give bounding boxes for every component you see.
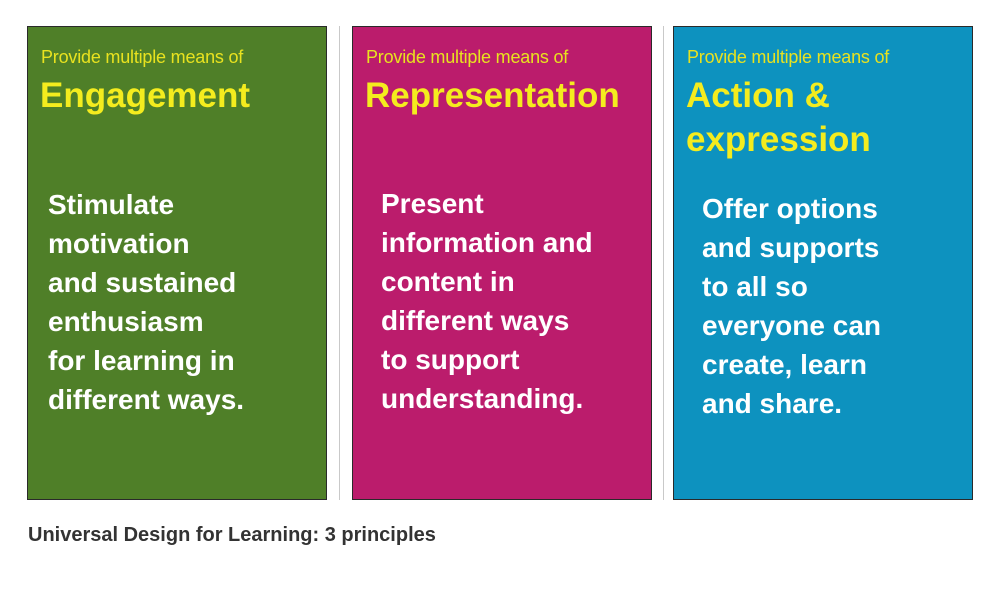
action-expression-description: Offer options and supports to all so eve… — [702, 193, 881, 419]
representation-heading: Representation — [365, 76, 620, 115]
representation-description: Present information and content in diffe… — [381, 188, 593, 414]
engagement-heading: Engagement — [40, 76, 251, 115]
figure-caption: Universal Design for Learning: 3 princip… — [28, 524, 436, 546]
representation-card: Provide multiple means of Representation… — [352, 26, 652, 500]
action-expression-kicker: Provide multiple means of — [687, 47, 890, 67]
divider-line — [663, 26, 664, 500]
engagement-kicker: Provide multiple means of — [41, 47, 244, 67]
engagement-description: Stimulate motivation and sustained enthu… — [48, 189, 245, 415]
action-expression-heading: Action & expression — [686, 76, 871, 159]
action-expression-card: Provide multiple means of Action & expre… — [673, 26, 973, 500]
representation-kicker: Provide multiple means of — [366, 47, 569, 67]
divider-line — [339, 26, 340, 500]
principles-row: Provide multiple means of Engagement Sti… — [27, 26, 973, 500]
engagement-card: Provide multiple means of Engagement Sti… — [27, 26, 327, 500]
